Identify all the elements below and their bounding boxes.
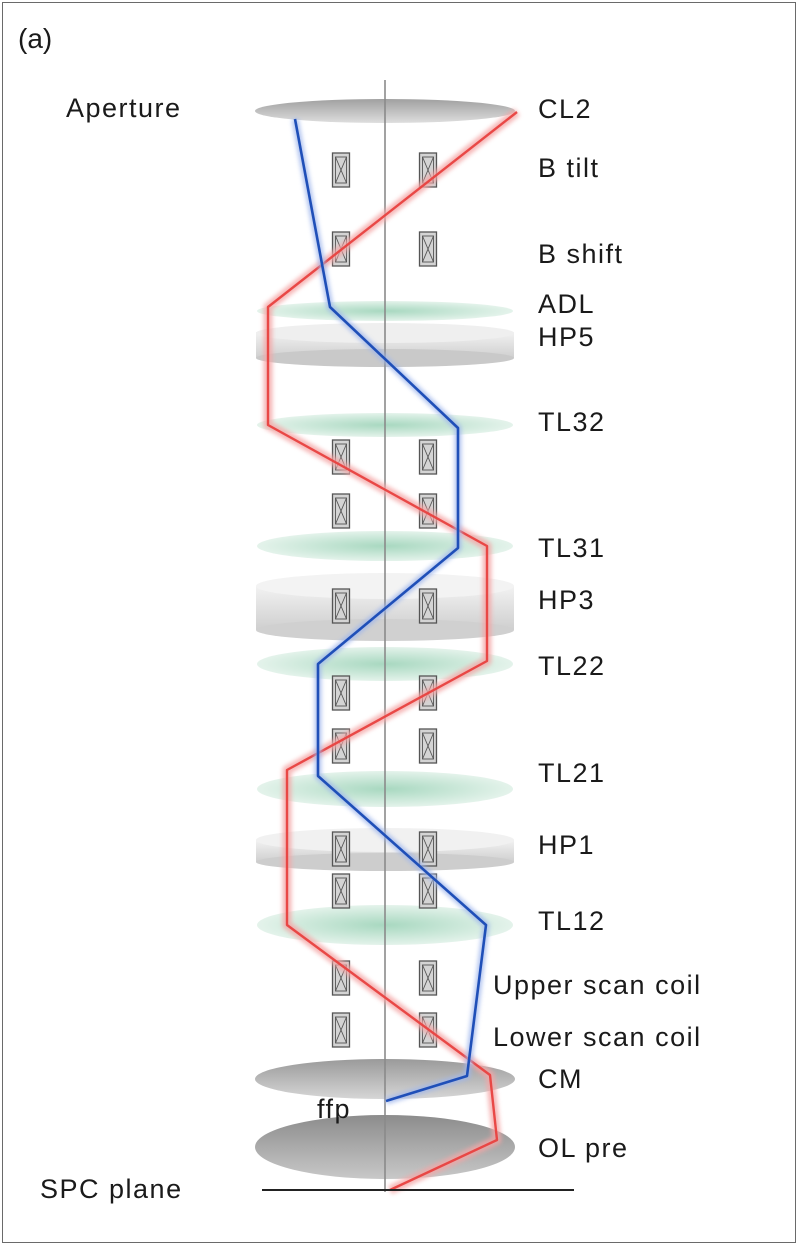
label-hp1: HP1 — [538, 830, 595, 860]
coil-2-1 — [418, 439, 438, 475]
coil-7-0 — [331, 831, 351, 867]
blue-ray — [291, 118, 490, 1105]
coil-0-0 — [331, 152, 351, 188]
label-hp5: HP5 — [538, 322, 595, 352]
label-hp3: HP3 — [538, 585, 595, 615]
label-tl12: TL12 — [538, 906, 606, 936]
label-ol-pre: OL pre — [538, 1133, 629, 1163]
coil-10-0 — [331, 1012, 351, 1048]
label-cm: CM — [538, 1064, 583, 1094]
coil-8-0 — [331, 873, 351, 909]
label-tl21: TL21 — [538, 758, 606, 788]
coil-5-0 — [331, 675, 351, 711]
label-upper-scan-coil: Upper scan coil — [493, 970, 702, 1000]
coil-1-1 — [418, 231, 438, 267]
coil-4-0 — [331, 588, 351, 624]
deflector-coils — [331, 152, 438, 1048]
label-b-shift: B shift — [538, 239, 624, 269]
coil-3-0 — [331, 493, 351, 529]
coil-7-1 — [418, 831, 438, 867]
label-tl22: TL22 — [538, 651, 606, 681]
label-spc-plane: SPC plane — [40, 1174, 183, 1204]
label-adl: ADL — [538, 289, 595, 319]
label-ffp: ffp — [317, 1094, 351, 1124]
label-aperture: Aperture — [66, 93, 182, 123]
label-b-tilt: B tilt — [538, 153, 600, 183]
coil-4-1 — [418, 588, 438, 624]
label-tl31: TL31 — [538, 533, 606, 563]
label-cl2: CL2 — [538, 94, 592, 124]
label-tl32: TL32 — [538, 407, 606, 437]
coil-6-1 — [418, 728, 438, 764]
coil-9-1 — [418, 960, 438, 996]
red-ray — [263, 108, 520, 1195]
label-lower-scan-coil: Lower scan coil — [493, 1022, 702, 1052]
panel-label: (a) — [18, 23, 52, 54]
